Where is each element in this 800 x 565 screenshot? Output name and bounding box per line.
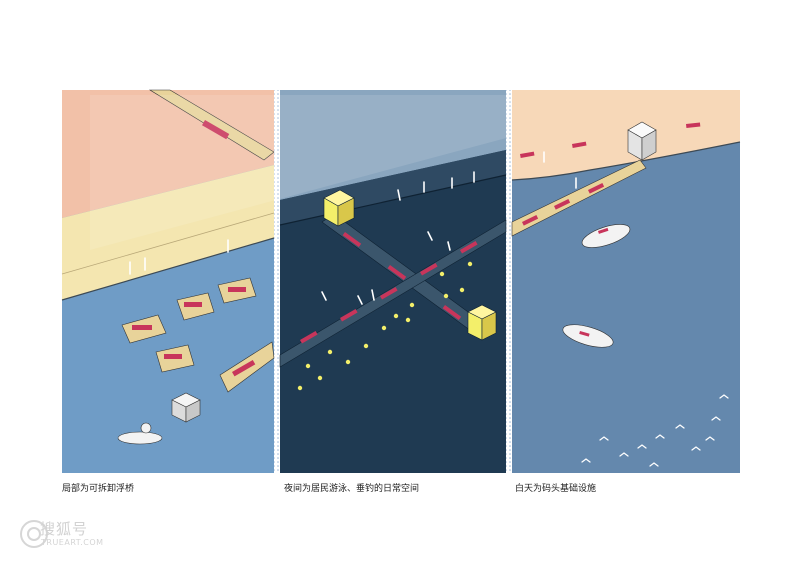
- overhead-bridge-band: [90, 95, 610, 250]
- right-boat-upper: [581, 224, 631, 248]
- floating-lights: [297, 261, 473, 391]
- tower-right: [467, 304, 497, 341]
- watermark-text: 搜狐号: [40, 520, 89, 538]
- watermark-subtext: TRUEART.COM: [41, 538, 104, 547]
- middle-panel: [279, 90, 512, 473]
- left-people: [129, 239, 229, 275]
- left-panel-edge-line-2: [61, 212, 275, 275]
- caption-middle-panel: 夜间为居民游泳、垂钓的日常空间: [284, 484, 420, 494]
- right-pier: [511, 159, 647, 237]
- left-red-seats: [132, 287, 256, 377]
- right-bank-edge: [511, 141, 741, 181]
- left-dotted-strip: [274, 90, 280, 473]
- right-panel: [511, 90, 741, 473]
- tower-left: [323, 189, 355, 227]
- caption-left-panel: 局部为可拆卸浮桥: [62, 484, 135, 494]
- right-people: [543, 151, 577, 189]
- left-panel: [61, 89, 280, 473]
- left-panel-edge-line: [61, 237, 275, 301]
- watermark-logo-icon: [20, 520, 48, 548]
- left-cube: [171, 392, 201, 423]
- seagulls: [581, 394, 729, 467]
- left-panel-promenade: [62, 165, 274, 300]
- right-boat-lower: [562, 324, 614, 348]
- middle-quay-edge: [279, 174, 507, 226]
- right-pier-benches: [519, 122, 701, 226]
- middle-right-dotted-strip: [506, 90, 512, 473]
- pier-red-benches: [299, 232, 478, 344]
- swimmers: [321, 171, 475, 305]
- caption-right-panel: 白天为码头基础设施: [515, 484, 597, 494]
- left-top-bench: [202, 120, 230, 140]
- right-tower: [627, 121, 657, 161]
- left-paddle-boat: [117, 422, 163, 445]
- right-panel-bank: [512, 90, 740, 180]
- middle-panel-bank: [280, 90, 506, 200]
